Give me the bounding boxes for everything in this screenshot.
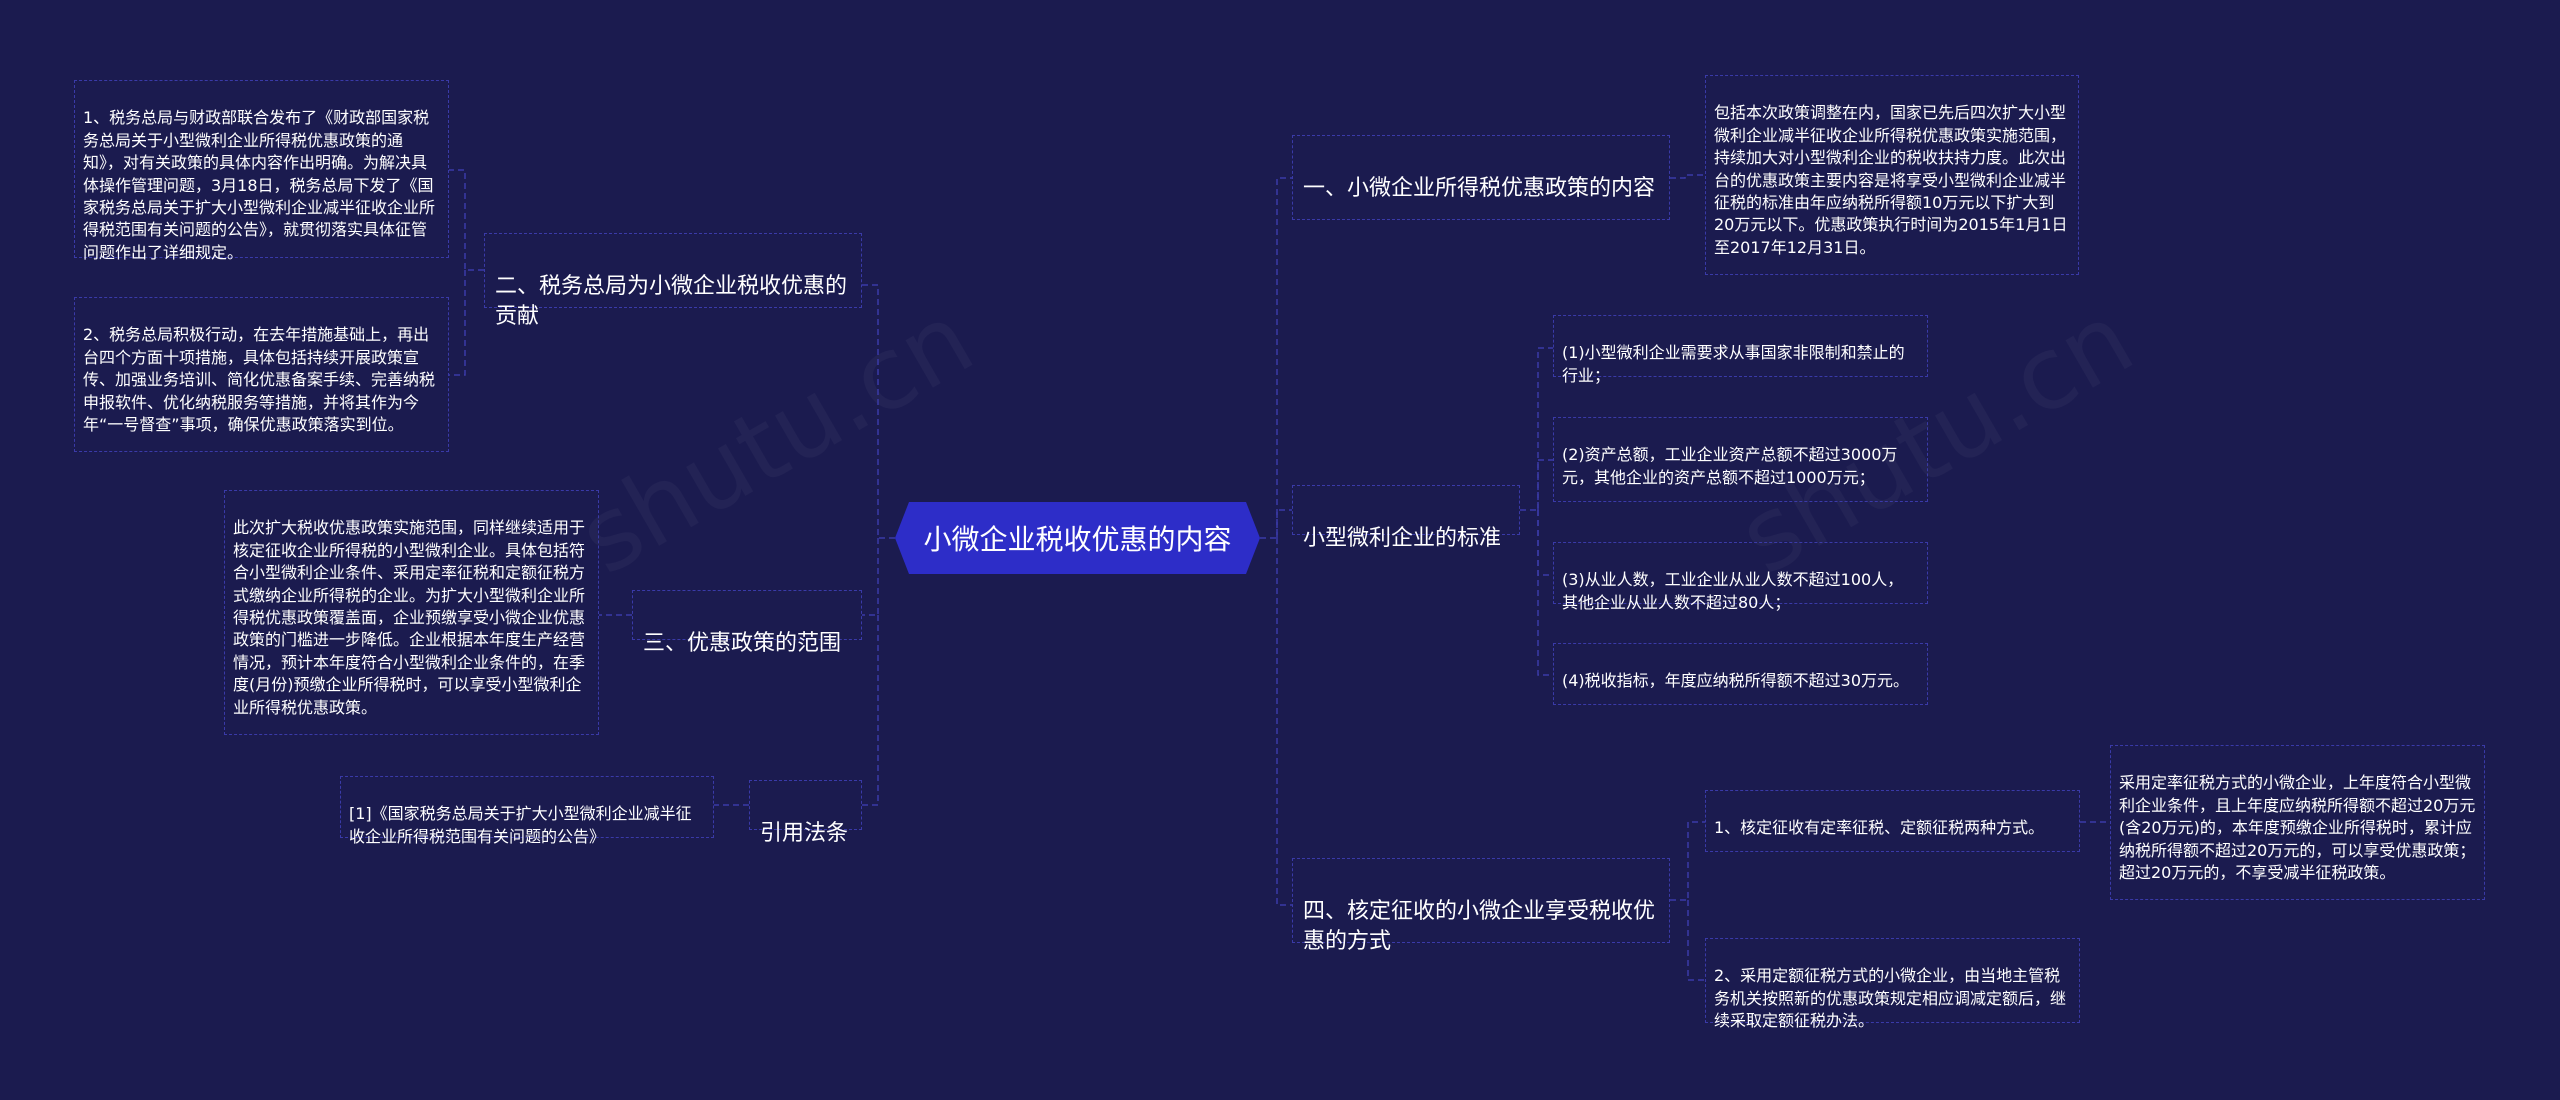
topic-tax-bureau-contribution[interactable]: 二、税务总局为小微企业税收优惠的贡献: [484, 233, 862, 329]
topic-policy-scope[interactable]: 三、优惠政策的范围: [632, 590, 862, 656]
link-root-r1c: [1276, 538, 1292, 906]
topic-verified-collection[interactable]: 四、核定征收的小微企业享受税收优惠的方式: [1292, 858, 1670, 954]
leaf-policy-scope[interactable]: 此次扩大税收优惠政策实施范围，同样继续适用于核定征收企业所得税的小型微利企业。具…: [224, 490, 599, 735]
leaf-tax-bureau-1[interactable]: 1、税务总局与财政部联合发布了《财政部国家税务总局关于小型微利企业所得税优惠政策…: [74, 80, 449, 262]
leaf-tax-bureau-2[interactable]: 2、税务总局积极行动，在去年措施基础上，再出台四个方面十项措施，具体包括持续开展…: [74, 297, 449, 452]
topic-label: 三、优惠政策的范围: [643, 631, 842, 656]
link-l1a-leaf1: [449, 169, 484, 271]
leaf-verified-grandchild[interactable]: 采用定率征税方式的小微企业，上年度符合小型微利企业条件，且上年度应纳税所得额不超…: [2110, 745, 2485, 900]
leaf-policy-content[interactable]: 包括本次政策调整在内，国家已先后四次扩大小型微利企业减半征收企业所得税优惠政策实…: [1705, 75, 2079, 275]
topic-label: 四、核定征收的小微企业享受税收优惠的方式: [1303, 899, 1656, 954]
link-r1a-leaf: [1670, 174, 1705, 179]
leaf-text: 2、税务总局积极行动，在去年措施基础上，再出台四个方面十项措施，具体包括持续开展…: [83, 325, 436, 435]
link-l1a-leaf2: [449, 270, 466, 376]
link-root-l1c: [862, 615, 879, 806]
root-topic[interactable]: 小微企业税收优惠的内容: [895, 502, 1260, 574]
leaf-verified-2[interactable]: 2、采用定额征税方式的小微企业，由当地主管税务机关按照新的优惠政策规定相应调减定…: [1705, 938, 2080, 1030]
link-r1b-leaf2: [1537, 459, 1553, 510]
leaf-text: (2)资产总额，工业企业资产总额不超过3000万元，其他企业的资产总额不超过10…: [1562, 445, 1898, 487]
link-r1c-leaf1: [1670, 821, 1705, 901]
leaf-text: 1、税务总局与财政部联合发布了《财政部国家税务总局关于小型微利企业所得税优惠政策…: [83, 108, 436, 262]
link-r1b-leaf4: [1537, 510, 1553, 676]
leaf-text: (4)税收指标，年度应纳税所得额不超过30万元。: [1562, 671, 1910, 691]
leaf-text: 2、采用定额征税方式的小微企业，由当地主管税务机关按照新的优惠政策规定相应调减定…: [1714, 966, 2067, 1031]
topic-cited-law[interactable]: 引用法条: [749, 780, 862, 846]
leaf-standard-1[interactable]: (1)小型微利企业需要求从事国家非限制和禁止的行业；: [1553, 315, 1928, 385]
topic-policy-content[interactable]: 一、小微企业所得税优惠政策的内容: [1292, 135, 1670, 220]
link-root-l1b: [862, 538, 879, 616]
topic-label: 一、小微企业所得税优惠政策的内容: [1303, 176, 1656, 201]
leaf-text: 此次扩大税收优惠政策实施范围，同样继续适用于核定征收企业所得税的小型微利企业。具…: [233, 518, 586, 717]
leaf-cited-law[interactable]: [1]《国家税务总局关于扩大小型微利企业减半征收企业所得税范围有关问题的公告》: [340, 776, 714, 846]
topic-label: 小型微利企业的标准: [1303, 526, 1502, 551]
leaf-standard-4[interactable]: (4)税收指标，年度应纳税所得额不超过30万元。: [1553, 643, 1928, 705]
link-r1b-leaf3: [1537, 510, 1553, 576]
leaf-standard-2[interactable]: (2)资产总额，工业企业资产总额不超过3000万元，其他企业的资产总额不超过10…: [1553, 417, 1928, 502]
leaf-text: (1)小型微利企业需要求从事国家非限制和禁止的行业；: [1562, 343, 1905, 385]
leaf-standard-3[interactable]: (3)从业人数，工业企业从业人数不超过100人，其他企业从业人数不超过80人；: [1553, 542, 1928, 612]
topic-label: 引用法条: [760, 821, 849, 846]
link-root-r1a: [1260, 177, 1292, 539]
leaf-text: 采用定率征税方式的小微企业，上年度符合小型微利企业条件，且上年度应纳税所得额不超…: [2119, 773, 2476, 883]
leaf-verified-1[interactable]: 1、核定征收有定率征税、定额征税两种方式。: [1705, 790, 2080, 852]
topic-label: 二、税务总局为小微企业税收优惠的贡献: [495, 274, 848, 329]
root-topic-label: 小微企业税收优惠的内容: [923, 523, 1232, 556]
topic-small-enterprise-standard[interactable]: 小型微利企业的标准: [1292, 485, 1520, 551]
leaf-text: [1]《国家税务总局关于扩大小型微利企业减半征收企业所得税范围有关问题的公告》: [349, 804, 692, 846]
link-r1b-leaf1: [1520, 347, 1553, 511]
link-r1c-leaf2: [1687, 900, 1705, 981]
link-root-l1a: [862, 284, 895, 539]
leaf-text: (3)从业人数，工业企业从业人数不超过100人，其他企业从业人数不超过80人；: [1562, 570, 1904, 612]
link-root-r1b: [1276, 509, 1292, 538]
leaf-text: 1、核定征收有定率征税、定额征税两种方式。: [1714, 818, 2045, 838]
leaf-text: 包括本次政策调整在内，国家已先后四次扩大小型微利企业减半征收企业所得税优惠政策实…: [1714, 103, 2068, 257]
